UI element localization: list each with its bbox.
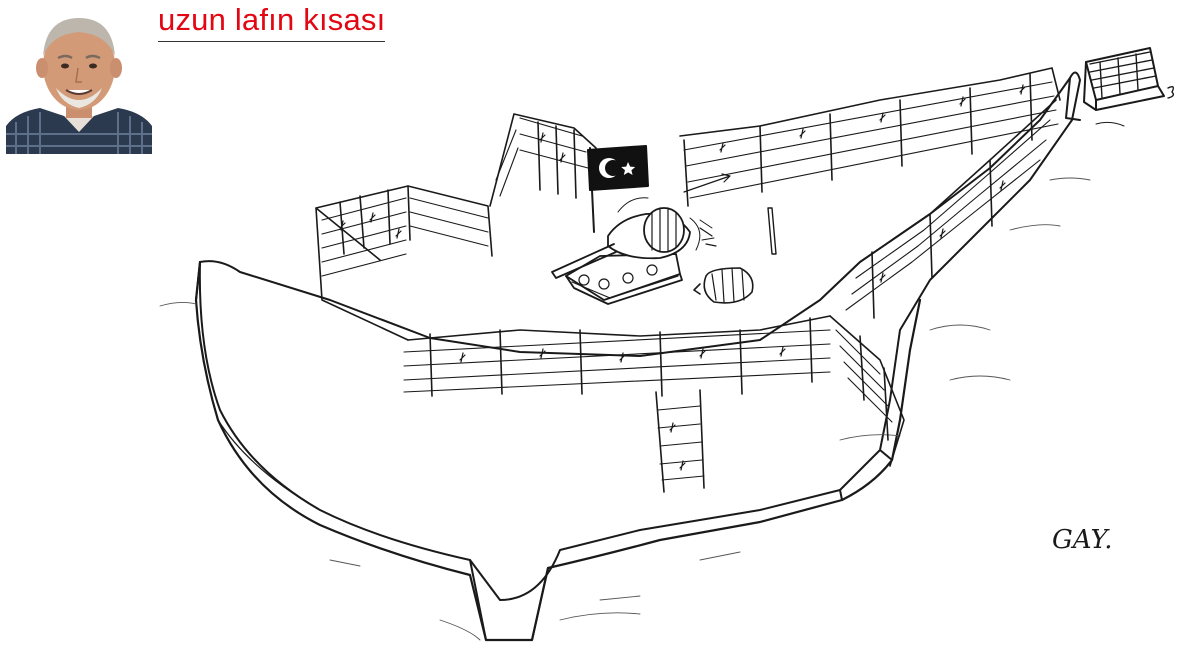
fence-post — [767, 207, 777, 255]
tank-icon — [551, 197, 715, 305]
barbs — [339, 84, 1026, 471]
motion-marks — [683, 173, 731, 247]
turkish-flag-icon — [587, 145, 649, 233]
barbed-wire-fence — [315, 67, 1061, 493]
artist-signature: GAY. — [1052, 525, 1113, 555]
island-map — [159, 71, 1091, 642]
fenced-islet — [1083, 47, 1175, 127]
column-title: uzun lafın kısası — [158, 2, 386, 42]
signature-text: GAY. — [1052, 525, 1113, 555]
wire-roll-icon — [693, 267, 754, 304]
author-avatar — [6, 18, 152, 154]
